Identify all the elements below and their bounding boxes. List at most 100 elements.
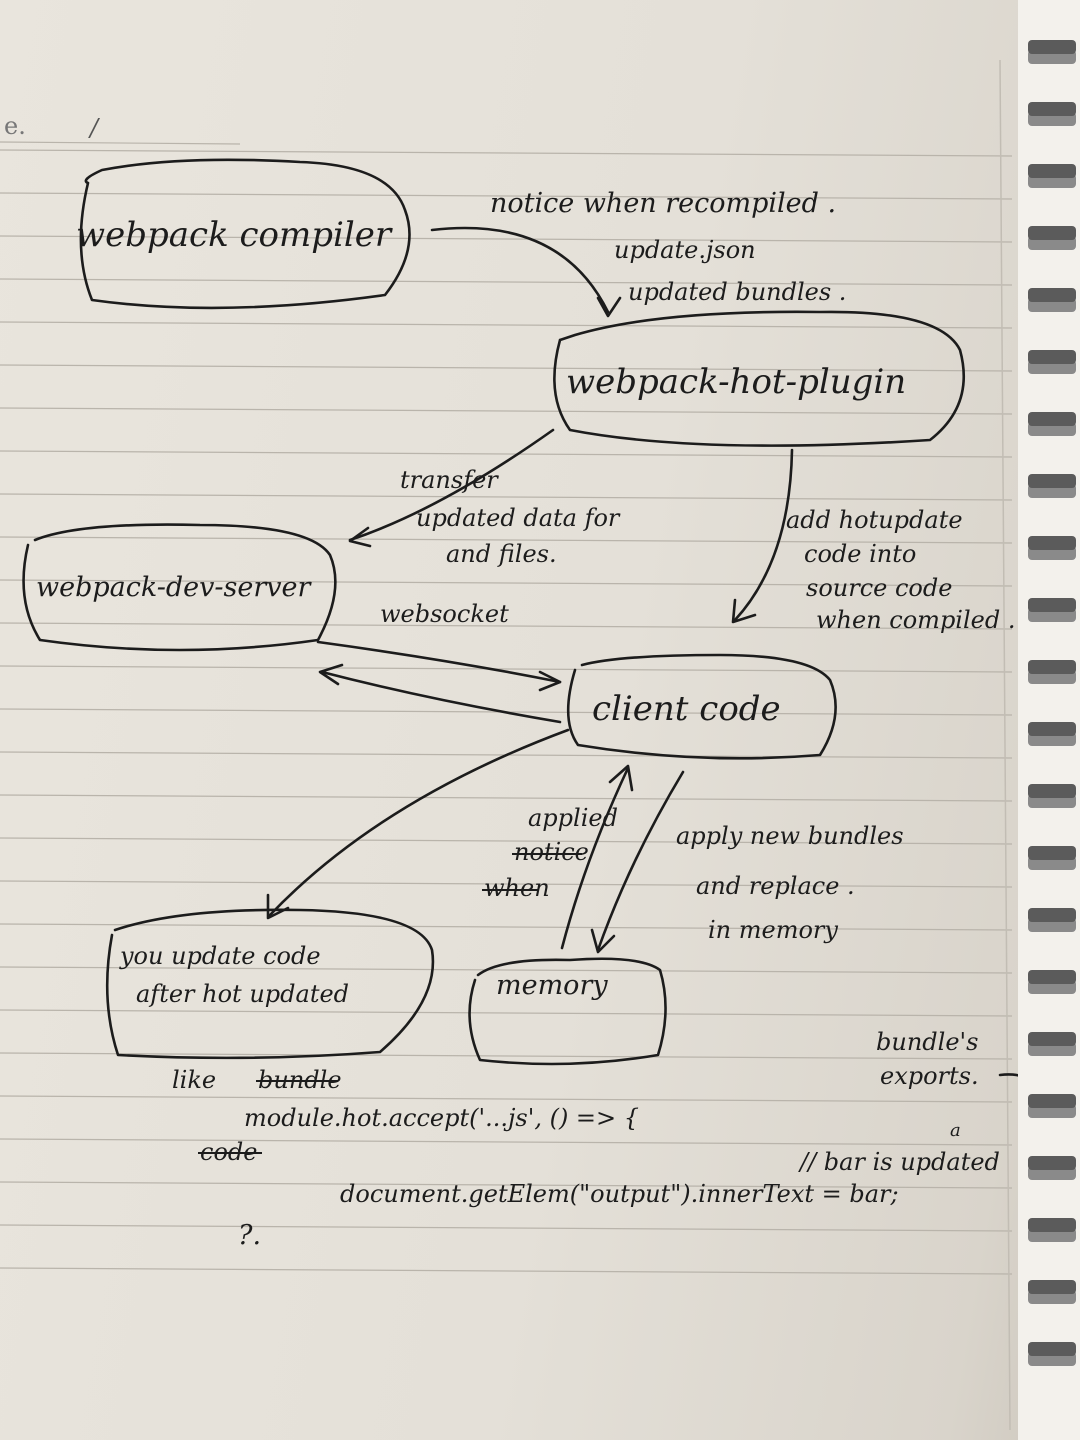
ruled-line <box>0 1095 1013 1103</box>
note-like: like <box>172 1066 217 1094</box>
margin-line <box>999 59 1011 1431</box>
arrow-plugin-to-server <box>348 428 555 542</box>
user-code-node-label-2: after hot updated <box>136 980 350 1008</box>
arrow-plugin-to-client-head <box>731 598 757 624</box>
ruled-line <box>0 1138 1013 1146</box>
ruled-line <box>0 665 1013 673</box>
note-exports: exports. <box>880 1062 979 1090</box>
arrow-plugin-to-client <box>733 448 794 622</box>
spiral-ring <box>1028 412 1076 426</box>
strike-when <box>482 889 538 891</box>
user-code-node-label-1: you update code <box>120 942 321 970</box>
arrow-client-to-user-code-head <box>266 893 290 920</box>
spiral-ring <box>1028 1280 1076 1294</box>
code-comment-mark: a <box>950 1120 961 1141</box>
spiral-ring <box>1028 288 1076 302</box>
edge-label-source-code: source code <box>806 574 953 602</box>
arrow-client-to-memory <box>596 770 685 952</box>
compiler-node-label: webpack compiler <box>76 215 392 255</box>
edge-label-when-compiled: when compiled . <box>816 606 1016 634</box>
spiral-ring <box>1028 722 1076 736</box>
client-code-node-label: client code <box>592 689 781 729</box>
edge-label-updated-bundles: updated bundles . <box>628 278 847 306</box>
ruled-line <box>0 364 1013 372</box>
ruled-line <box>0 837 1013 845</box>
hot-plugin-node-label: webpack-hot-plugin <box>566 362 907 402</box>
ruled-line <box>0 321 1013 329</box>
ruled-line <box>0 1009 1013 1017</box>
code-line-1: module.hot.accept('...js', () => { <box>244 1104 640 1132</box>
ruled-line <box>0 1181 1013 1189</box>
header-mark-slash: / <box>90 114 99 142</box>
ruled-line <box>0 536 1013 544</box>
edge-label-websocket: websocket <box>380 600 509 628</box>
arrow-server-to-client <box>316 640 562 684</box>
ruled-line <box>0 493 1013 501</box>
dev-server-node-label: webpack-dev-server <box>36 572 311 603</box>
ruled-line <box>0 622 1013 630</box>
ruled-line <box>0 192 1013 200</box>
spiral-ring <box>1028 40 1076 54</box>
spiral-ring <box>1028 784 1076 798</box>
spiral-ring <box>1028 846 1076 860</box>
edge-label-apply-new-bundles: apply new bundles <box>676 822 904 850</box>
ruled-line <box>0 923 1013 931</box>
spiral-ring <box>1028 1094 1076 1108</box>
ruled-line <box>0 966 1013 974</box>
spiral-ring <box>1028 226 1076 240</box>
edge-label-in-memory: in memory <box>708 916 838 944</box>
strike-code <box>198 1152 262 1154</box>
spiral-ring <box>1028 1218 1076 1232</box>
edge-label-and-replace: and replace . <box>696 872 855 900</box>
code-comment: // bar is updated <box>800 1148 1000 1176</box>
spiral-ring <box>1028 474 1076 488</box>
memory-node-label: memory <box>496 970 608 1001</box>
arrow-server-to-client-head <box>538 670 562 692</box>
dev-server-node-outline <box>22 523 337 652</box>
edge-label-code-into: code into <box>804 540 917 568</box>
ruled-line <box>0 1224 1013 1232</box>
edge-label-when-struck: when <box>484 874 550 902</box>
ruled-line <box>0 1267 1013 1275</box>
memory-node-outline <box>468 957 667 1066</box>
arrow-memory-to-client <box>560 766 630 950</box>
arrow-client-to-server <box>320 670 562 724</box>
ruled-line <box>0 235 1013 243</box>
spiral-ring <box>1028 1032 1076 1046</box>
compiler-node-outline <box>79 158 411 310</box>
ruled-line <box>0 579 1013 587</box>
edge-label-add-hotupdate: add hotupdate <box>786 506 963 534</box>
arrow-client-to-server-head <box>318 663 344 686</box>
spiral-ring <box>1028 164 1076 178</box>
ruled-line <box>0 407 1013 415</box>
spiral-ring <box>1028 598 1076 612</box>
ruled-line <box>0 149 1013 157</box>
header-mark-left: e. <box>4 112 26 140</box>
edge-label-update-json: update.json <box>614 236 756 264</box>
code-line-2: document.getElem("output").innerText = b… <box>340 1180 899 1208</box>
ruled-line <box>0 794 1013 802</box>
strike-bundle <box>256 1080 338 1082</box>
arrow-plugin-to-server-head <box>348 526 372 548</box>
spiral-ring <box>1028 536 1076 550</box>
ruled-line <box>0 1052 1013 1060</box>
spiral-ring <box>1028 1342 1076 1356</box>
spiral-ring <box>1028 350 1076 364</box>
arrow-client-to-user-code <box>268 728 570 917</box>
ruled-line <box>0 278 1013 286</box>
arrow-client-to-memory-head <box>590 928 616 954</box>
edge-label-and-files: and files. <box>446 540 557 568</box>
spiral-ring <box>1028 102 1076 116</box>
arrow-compiler-to-plugin-head <box>596 296 622 318</box>
edge-label-transfer: transfer <box>400 466 498 494</box>
question-mark: ?. <box>238 1220 262 1251</box>
spiral-ring <box>1028 908 1076 922</box>
spiral-ring <box>1028 970 1076 984</box>
strike-notice <box>512 853 582 855</box>
spiral-binding <box>1018 0 1080 1440</box>
ruled-line <box>0 450 1013 458</box>
arrow-memory-to-client-head <box>608 764 634 792</box>
edge-label-applied: applied <box>528 804 618 832</box>
